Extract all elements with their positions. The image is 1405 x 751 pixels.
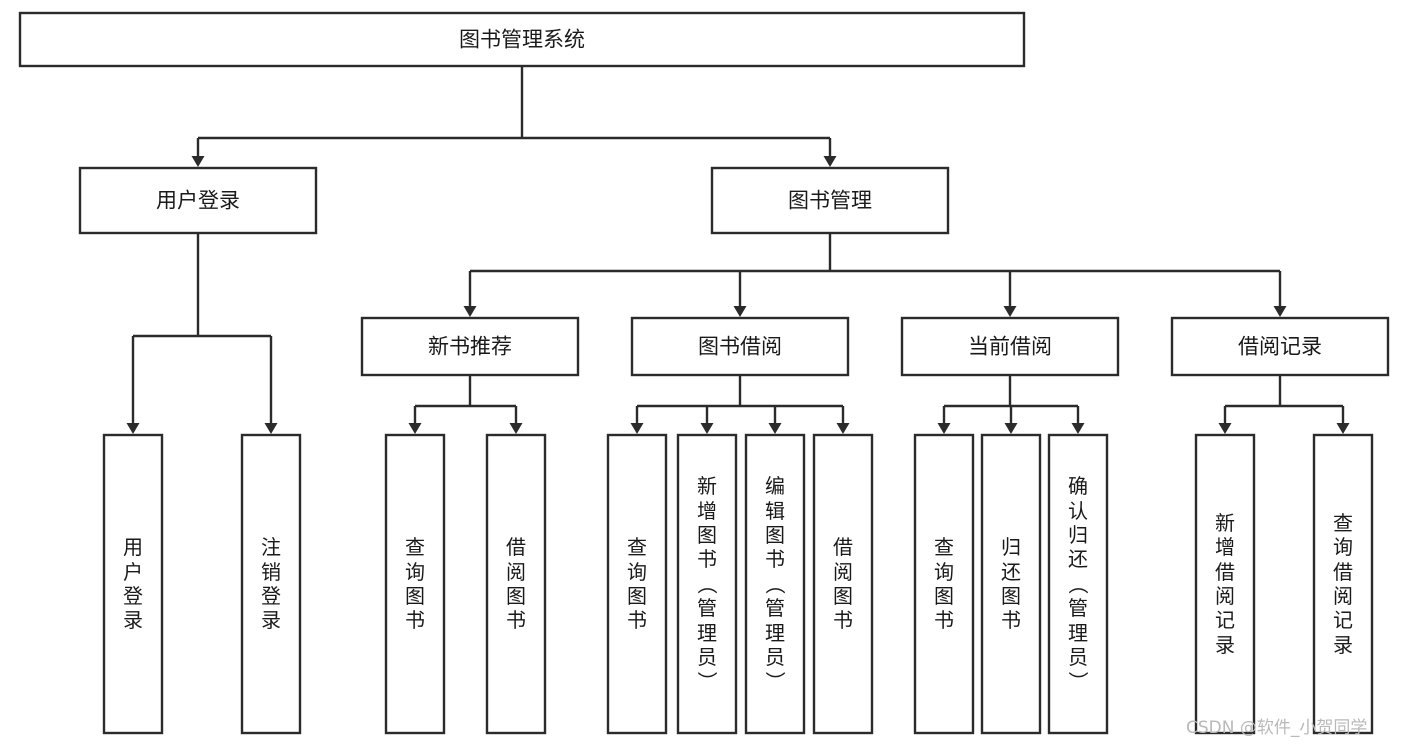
node-new-book-rec[interactable]: [360, 316, 580, 377]
node-leaf-confirm-return[interactable]: [1047, 433, 1109, 735]
node-label-user-login: 用户登录: [156, 189, 240, 213]
node-user-login[interactable]: [78, 166, 318, 235]
node-label-book-borrow: 图书借阅: [698, 335, 782, 359]
node-leaf-user-login[interactable]: [102, 433, 164, 735]
node-leaf-query-book-rec[interactable]: [384, 433, 446, 735]
node-leaf-return-book[interactable]: [980, 433, 1042, 735]
watermark-text: CSDN @软件_小贺同学: [1186, 718, 1368, 738]
node-leaf-borrow-book[interactable]: [812, 433, 874, 735]
node-leaf-borrow-book-rec[interactable]: [485, 433, 547, 735]
node-borrow-record[interactable]: [1170, 316, 1390, 377]
node-label-new-book-rec: 新书推荐: [428, 335, 512, 359]
node-label-current-borrow: 当前借阅: [968, 335, 1052, 359]
node-root[interactable]: [18, 11, 1026, 68]
node-label-root: 图书管理系统: [459, 28, 585, 52]
node-leaf-edit-book[interactable]: [744, 433, 806, 735]
node-current-borrow[interactable]: [900, 316, 1120, 377]
node-boxes: [18, 11, 1390, 735]
node-leaf-add-record[interactable]: [1194, 433, 1256, 735]
connector-lines: [126, 66, 1350, 434]
node-label-borrow-record: 借阅记录: [1238, 335, 1322, 359]
node-label-book-manage: 图书管理: [788, 189, 872, 213]
node-leaf-query-record[interactable]: [1312, 433, 1374, 735]
node-book-borrow[interactable]: [630, 316, 850, 377]
node-leaf-logout[interactable]: [240, 433, 302, 735]
node-book-manage[interactable]: [710, 166, 950, 235]
node-leaf-query-book-borrow[interactable]: [606, 433, 668, 735]
node-leaf-query-book-cur[interactable]: [913, 433, 975, 735]
node-leaf-add-book[interactable]: [676, 433, 738, 735]
